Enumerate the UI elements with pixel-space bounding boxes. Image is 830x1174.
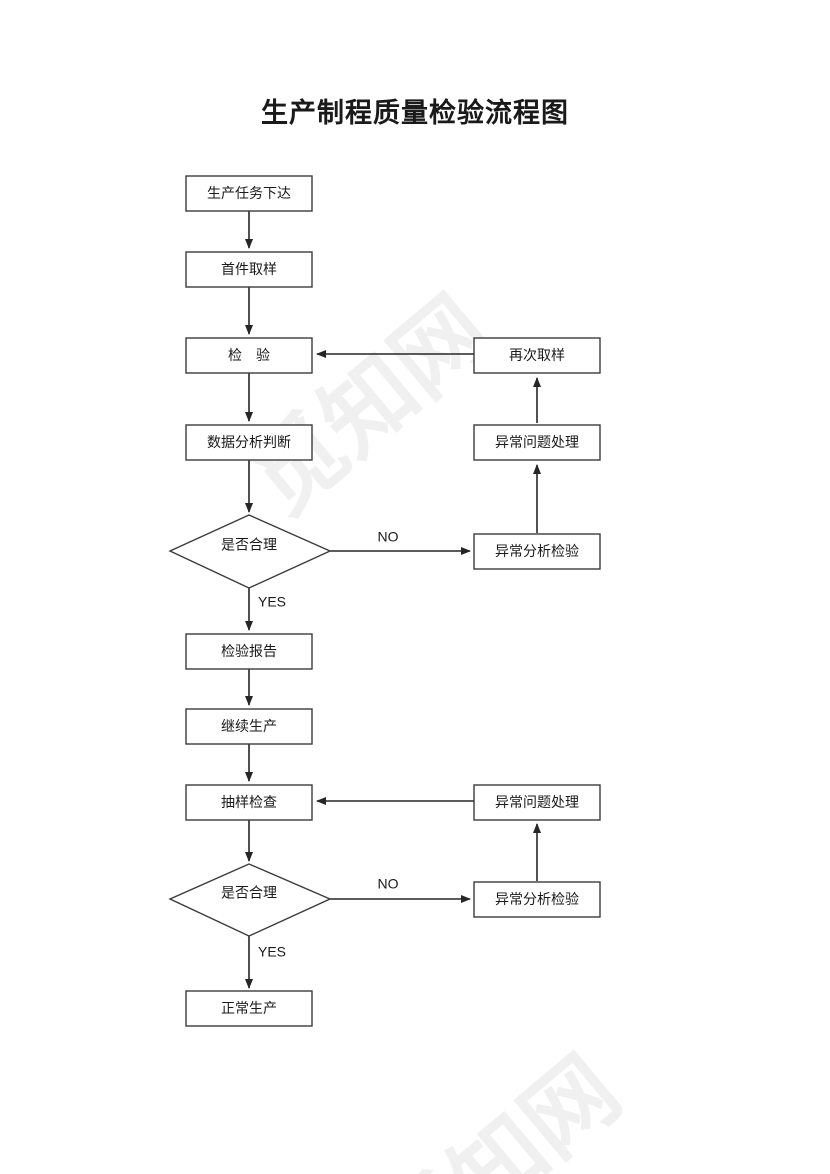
node-n4-shape[interactable] — [185, 424, 313, 461]
node-n2[interactable]: 首件取样 — [185, 251, 313, 288]
node-n6[interactable]: 检验报告 — [185, 633, 313, 670]
node-n7-shape[interactable] — [185, 708, 313, 745]
edge-label-yes-lower: YES — [258, 944, 286, 960]
node-r3-shape[interactable] — [473, 533, 601, 570]
node-n3-shape[interactable] — [185, 337, 313, 374]
node-n9-label: 是否合理 — [221, 885, 277, 901]
node-n5-label: 是否合理 — [221, 537, 277, 553]
node-r2[interactable]: 异常问题处理 — [473, 424, 601, 461]
node-r1[interactable]: 再次取样 — [473, 337, 601, 374]
node-r1-shape[interactable] — [473, 337, 601, 374]
node-r5-shape[interactable] — [473, 881, 601, 918]
node-n1-shape[interactable] — [185, 175, 313, 212]
node-n10-shape[interactable] — [185, 990, 313, 1027]
node-n8-shape[interactable] — [185, 784, 313, 821]
node-n3-label: 检 验 — [228, 347, 270, 363]
node-n4-label: 数据分析判断 — [207, 434, 291, 450]
node-n5-shape[interactable] — [168, 514, 332, 589]
node-r4-shape[interactable] — [473, 784, 601, 821]
page-title: 生产制程质量检验流程图 — [261, 98, 569, 128]
node-r2-label: 异常问题处理 — [495, 434, 579, 450]
node-r4-label: 异常问题处理 — [495, 794, 579, 810]
edge-label-yes-upper: YES — [258, 594, 286, 610]
node-n9-shape[interactable] — [168, 863, 332, 937]
node-n8[interactable]: 抽样检查 — [185, 784, 313, 821]
node-n6-shape[interactable] — [185, 633, 313, 670]
node-n1-label: 生产任务下达 — [207, 185, 291, 201]
node-n4[interactable]: 数据分析判断 — [185, 424, 313, 461]
node-r3-label: 异常分析检验 — [495, 543, 579, 559]
node-r4[interactable]: 异常问题处理 — [473, 784, 601, 821]
node-r3[interactable]: 异常分析检验 — [473, 533, 601, 570]
node-n2-shape[interactable] — [185, 251, 313, 288]
node-r2-shape[interactable] — [473, 424, 601, 461]
node-n1[interactable]: 生产任务下达 — [185, 175, 313, 212]
watermark-text-center: 觅知网 — [232, 278, 509, 534]
watermark-text-bottom: 觅知网 — [362, 1038, 639, 1174]
node-n7[interactable]: 继续生产 — [185, 708, 313, 745]
node-r1-label: 再次取样 — [509, 347, 565, 363]
node-n9[interactable]: 是否合理 — [168, 863, 332, 937]
node-n6-label: 检验报告 — [221, 643, 277, 659]
node-n10-label: 正常生产 — [221, 1000, 277, 1016]
node-r5-label: 异常分析检验 — [495, 891, 579, 907]
edge-label-no-upper: NO — [378, 529, 399, 545]
node-n8-label: 抽样检查 — [221, 794, 277, 810]
node-n7-label: 继续生产 — [221, 718, 277, 734]
edges — [245, 211, 541, 989]
node-r5[interactable]: 异常分析检验 — [473, 881, 601, 918]
node-n2-label: 首件取样 — [221, 261, 277, 277]
node-n5[interactable]: 是否合理 — [168, 514, 332, 589]
node-n10[interactable]: 正常生产 — [185, 990, 313, 1027]
edge-label-no-lower: NO — [378, 876, 399, 892]
node-n3[interactable]: 检 验 — [185, 337, 313, 374]
